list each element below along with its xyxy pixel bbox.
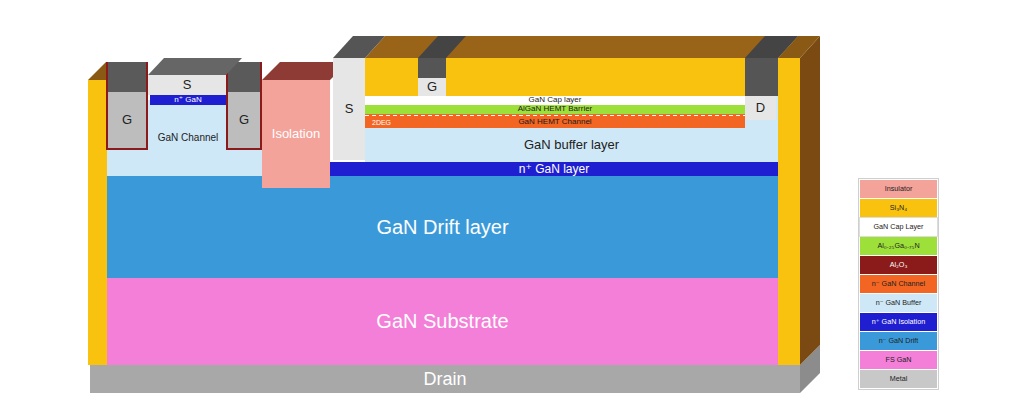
- legend-text: Metal: [890, 375, 908, 383]
- layer-label: GaN Drift layer: [376, 217, 508, 238]
- device-side-face: [800, 36, 820, 365]
- gate-oxide: [106, 62, 148, 150]
- legend-text: n⁻ GaN Channel: [872, 280, 925, 288]
- buffer-layer: GaN buffer layer: [365, 128, 778, 162]
- legend-box: InsulatorSi₃N₄ GaN Cap LayerAl₀.₂₅Ga₀.₇₅N…: [858, 178, 939, 390]
- layer-label: S: [183, 78, 192, 92]
- insulator-strip: [88, 80, 107, 365]
- hemt-channel-layer: GaN HEMT Channel: [365, 117, 745, 128]
- legend-text: Al₂O₃: [890, 261, 908, 269]
- legend-swatch: n⁻ GaN Buffer: [860, 294, 937, 312]
- layer-label: Isolation: [272, 127, 320, 141]
- legend-swatch: FS GaN: [860, 351, 937, 369]
- legend-text: Si₃N₄: [890, 204, 907, 212]
- legend-text: Insulator: [885, 185, 913, 193]
- layer-label: GaN Cap layer: [529, 96, 582, 104]
- barrier-layer: AlGaN HEMT Barrier: [365, 105, 745, 114]
- n-plus-layer: n⁺ GaN layer: [330, 162, 778, 176]
- gate-metal-top: [418, 36, 466, 58]
- passivation-top-face: [365, 36, 798, 58]
- legend-text: n⁺ GaN Isolation: [872, 318, 925, 326]
- layer-label: S: [345, 102, 354, 116]
- layer-label: G: [122, 113, 132, 127]
- isolation-block: Isolation: [262, 80, 330, 188]
- gate-electrode: G: [418, 78, 446, 96]
- layer-label: G: [239, 113, 249, 127]
- source-top-face: [148, 58, 242, 75]
- source-electrode: S: [333, 58, 365, 160]
- hemt-backing: [365, 96, 778, 162]
- layer-label: GaN Substrate: [376, 311, 508, 332]
- legend-swatch: Metal: [860, 370, 937, 388]
- legend-swatch: GaN Cap Layer: [860, 218, 937, 236]
- 2deg-line: [365, 115, 745, 116]
- legend-text: n⁻ GaN Drift: [879, 337, 919, 345]
- source-electrode: S: [148, 75, 226, 95]
- layer-label: n⁺ GaN layer: [519, 163, 589, 176]
- legend-text: Al₀.₂₅Ga₀.₇₅N: [877, 242, 919, 250]
- n-plus-contact-layer: n⁺ GaN: [150, 95, 226, 105]
- legend-swatch: Si₃N₄: [860, 199, 937, 217]
- substrate-layer: GaN Substrate: [107, 278, 778, 365]
- layer-label: Drain: [423, 370, 466, 389]
- legend-swatch: Insulator: [860, 180, 937, 198]
- source-top-face: [333, 36, 385, 58]
- layer-label: GaN HEMT Channel: [518, 118, 591, 126]
- cap-layer: GaN Cap layer: [365, 96, 745, 105]
- legend-text: GaN Cap Layer: [874, 223, 924, 231]
- gate-oxide: [226, 62, 262, 150]
- drain-electrode: D: [745, 96, 776, 120]
- 2deg-label: 2DEG: [372, 119, 391, 126]
- layer-label: AlGaN HEMT Barrier: [518, 105, 593, 113]
- gate-metal: [418, 58, 446, 78]
- insulator-strip: [778, 58, 800, 365]
- gate-electrode: G: [228, 92, 260, 148]
- layer-label: D: [756, 101, 765, 115]
- layer-label: GaN buffer layer: [524, 138, 619, 152]
- drain-contact-metal: [745, 58, 778, 96]
- drift-layer: GaN Drift layer: [107, 176, 778, 278]
- gate-metal: [108, 62, 146, 92]
- passivation-layer: [365, 58, 778, 96]
- layer-label: n⁺ GaN: [174, 96, 201, 104]
- channel-region: GaN Channel: [150, 105, 226, 171]
- legend-swatch: Al₀.₂₅Ga₀.₇₅N: [860, 237, 937, 255]
- drain-contact-top: [745, 36, 798, 58]
- layer-label: GaN Channel: [158, 133, 219, 144]
- gate-electrode: G: [108, 92, 146, 148]
- legend-text: FS GaN: [886, 356, 912, 364]
- drain-metal: Drain: [90, 365, 800, 393]
- legend-swatch: n⁺ GaN Isolation: [860, 313, 937, 331]
- legend-swatch: n⁻ GaN Drift: [860, 332, 937, 350]
- legend-swatch: Al₂O₃: [860, 256, 937, 274]
- layer-label: G: [427, 80, 437, 94]
- legend-swatch: n⁻ GaN Channel: [860, 275, 937, 293]
- legend-text: n⁻ GaN Buffer: [876, 299, 922, 307]
